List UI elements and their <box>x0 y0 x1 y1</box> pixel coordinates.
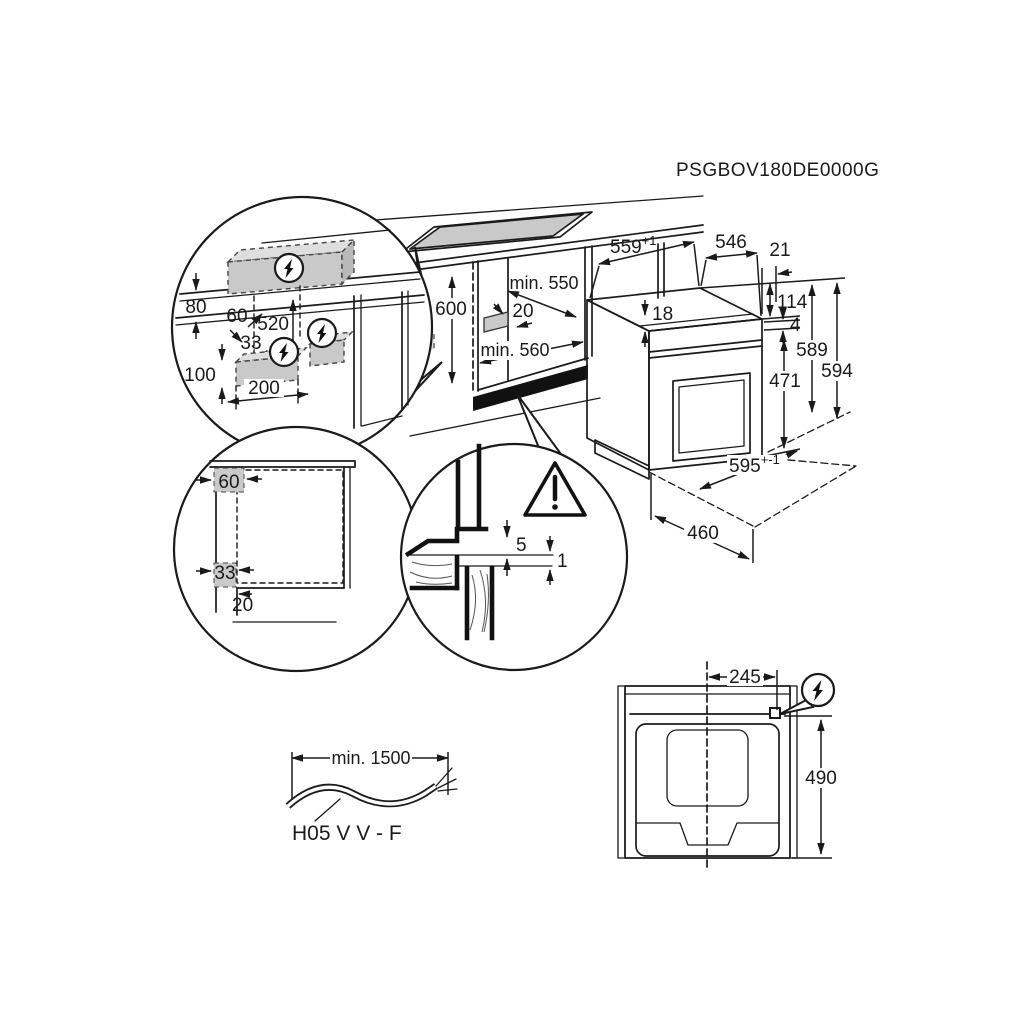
dim-conn-80: 80 <box>185 297 206 318</box>
dim-side-plinth: 20 <box>232 595 253 616</box>
cable-type-label: H05 V V - F <box>292 822 402 845</box>
oven-isometric: 18 559+1 546 21 114 4 471 <box>586 232 857 563</box>
dim-niche-depth-bottom: min. 560 <box>480 340 549 360</box>
dim-oven-panel: 114 <box>777 292 808 313</box>
dim-oven-depth-body: 546 <box>715 232 747 253</box>
dim-oven-height-total: 594 <box>821 361 853 382</box>
dim-oven-top-gap: 18 <box>652 304 673 325</box>
dim-oven-door-height: 471 <box>769 371 801 392</box>
cable-frayed-end <box>435 767 458 792</box>
oven-top-view: 245 490 <box>617 661 840 869</box>
dim-niche-depth-top: min. 550 <box>509 273 578 293</box>
dim-cable-length: min. 1500 <box>331 748 410 768</box>
dim-oven-gap: 4 <box>790 315 801 336</box>
dim-conn-200: 200 <box>248 378 280 399</box>
dim-topview-offset: 245 <box>729 667 761 688</box>
dim-conn-100: 100 <box>184 365 216 386</box>
power-connection-icon <box>268 336 300 368</box>
wood-grain <box>409 561 489 633</box>
connection-box <box>769 707 781 719</box>
dim-oven-width-front: 595+-1 <box>729 452 780 477</box>
dim-side-top-spacer: 60 <box>218 472 239 493</box>
power-connection-icon <box>779 672 836 715</box>
drawing-code: PSGBOV180DE0000G <box>676 160 879 181</box>
power-connection-icon <box>306 317 338 349</box>
warning-icon <box>523 461 587 517</box>
dim-conn-60: 60 <box>226 306 247 327</box>
dim-niche-spacer: 20 <box>512 301 533 322</box>
dim-gap-upper: 5 <box>516 535 527 556</box>
dim-conn-33: 33 <box>240 333 261 354</box>
dim-gap-lower: 1 <box>557 551 568 572</box>
detail-connection-zones: 80 60 520 33 100 200 <box>170 195 434 459</box>
plinth <box>473 365 588 411</box>
dim-topview-depth: 490 <box>805 768 837 789</box>
dim-oven-width-back: 559+1 <box>610 233 657 258</box>
hob-cutout <box>401 211 593 253</box>
dim-side-bottom-spacer: 33 <box>214 563 235 584</box>
cabinet-niche: 600 min. 550 20 min. 560 <box>251 195 704 437</box>
detail-side-view: 60 33 20 <box>172 425 420 673</box>
power-cable: min. 1500 H05 V V - F <box>285 747 458 845</box>
detail-front-gap: 5 1 <box>399 442 629 672</box>
dim-niche-height: 600 <box>435 299 467 320</box>
dim-conn-520: 520 <box>257 314 289 335</box>
dim-oven-door-overhang: 21 <box>769 240 790 261</box>
dim-oven-height-body: 589 <box>796 340 828 361</box>
power-connection-icon <box>273 252 305 284</box>
dim-oven-depth-front: 460 <box>687 523 719 544</box>
